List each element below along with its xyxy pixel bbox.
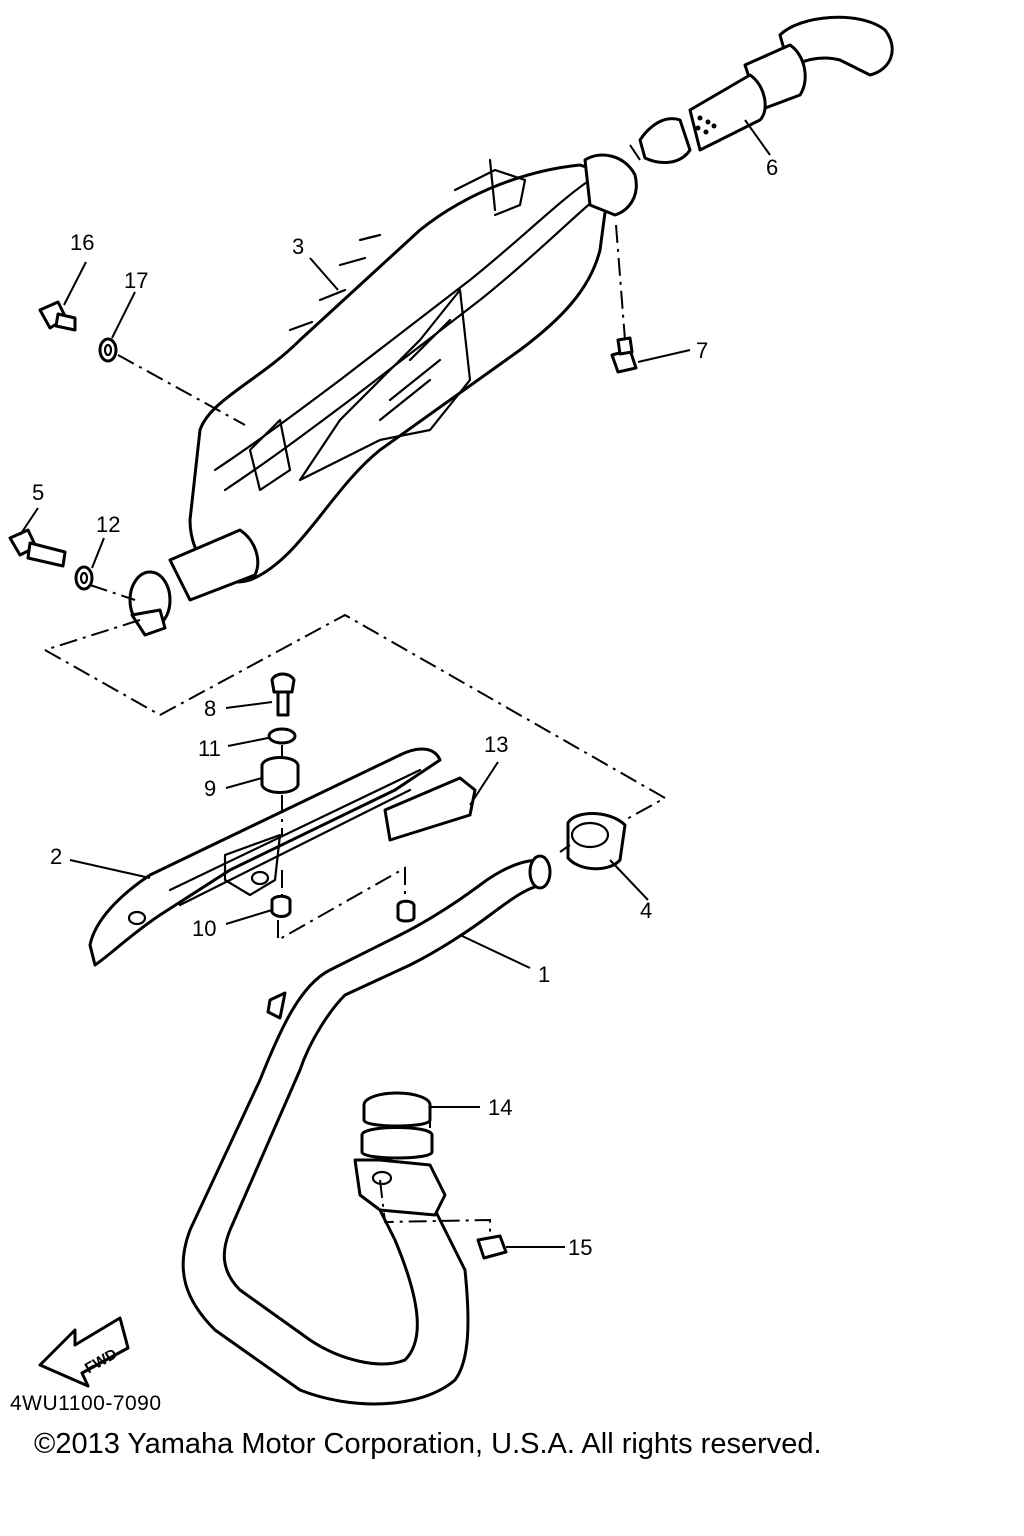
part-label-16: 16 — [70, 230, 94, 255]
copyright-notice: ©2013 Yamaha Motor Corporation, U.S.A. A… — [34, 1428, 822, 1460]
tail-pipe-drawing — [638, 15, 894, 164]
leader-lines — [19, 119, 771, 1248]
part-label-9: 9 — [204, 776, 216, 801]
part-label-5: 5 — [32, 480, 44, 505]
part-label-13: 13 — [484, 732, 508, 757]
part-label-12: 12 — [96, 512, 120, 537]
protector-drawing — [88, 747, 442, 967]
part-label-14: 14 — [488, 1095, 512, 1120]
fwd-arrow-icon: FWD — [38, 1316, 130, 1388]
part-label-7: 7 — [696, 338, 708, 363]
diagram-code: 4WU1100-7090 — [10, 1392, 162, 1415]
part-label-1: 1 — [538, 962, 550, 987]
part-label-6: 6 — [766, 155, 778, 180]
muffler-drawing — [128, 153, 638, 637]
assembly-lines — [44, 144, 668, 1235]
part-label-15: 15 — [568, 1235, 592, 1260]
part-label-10: 10 — [192, 916, 216, 941]
part-label-8: 8 — [204, 696, 216, 721]
part-label-11: 11 — [198, 736, 221, 761]
part-label-4: 4 — [640, 898, 652, 923]
part-label-3: 3 — [292, 234, 304, 259]
part-label-2: 2 — [50, 844, 62, 869]
exhaust-pipe-drawing — [181, 854, 552, 1406]
part-labels: 1 2 3 4 5 6 7 8 9 10 11 12 13 14 15 16 1… — [32, 155, 778, 1260]
part-label-17: 17 — [124, 268, 148, 293]
small-parts-drawing — [8, 300, 638, 1260]
